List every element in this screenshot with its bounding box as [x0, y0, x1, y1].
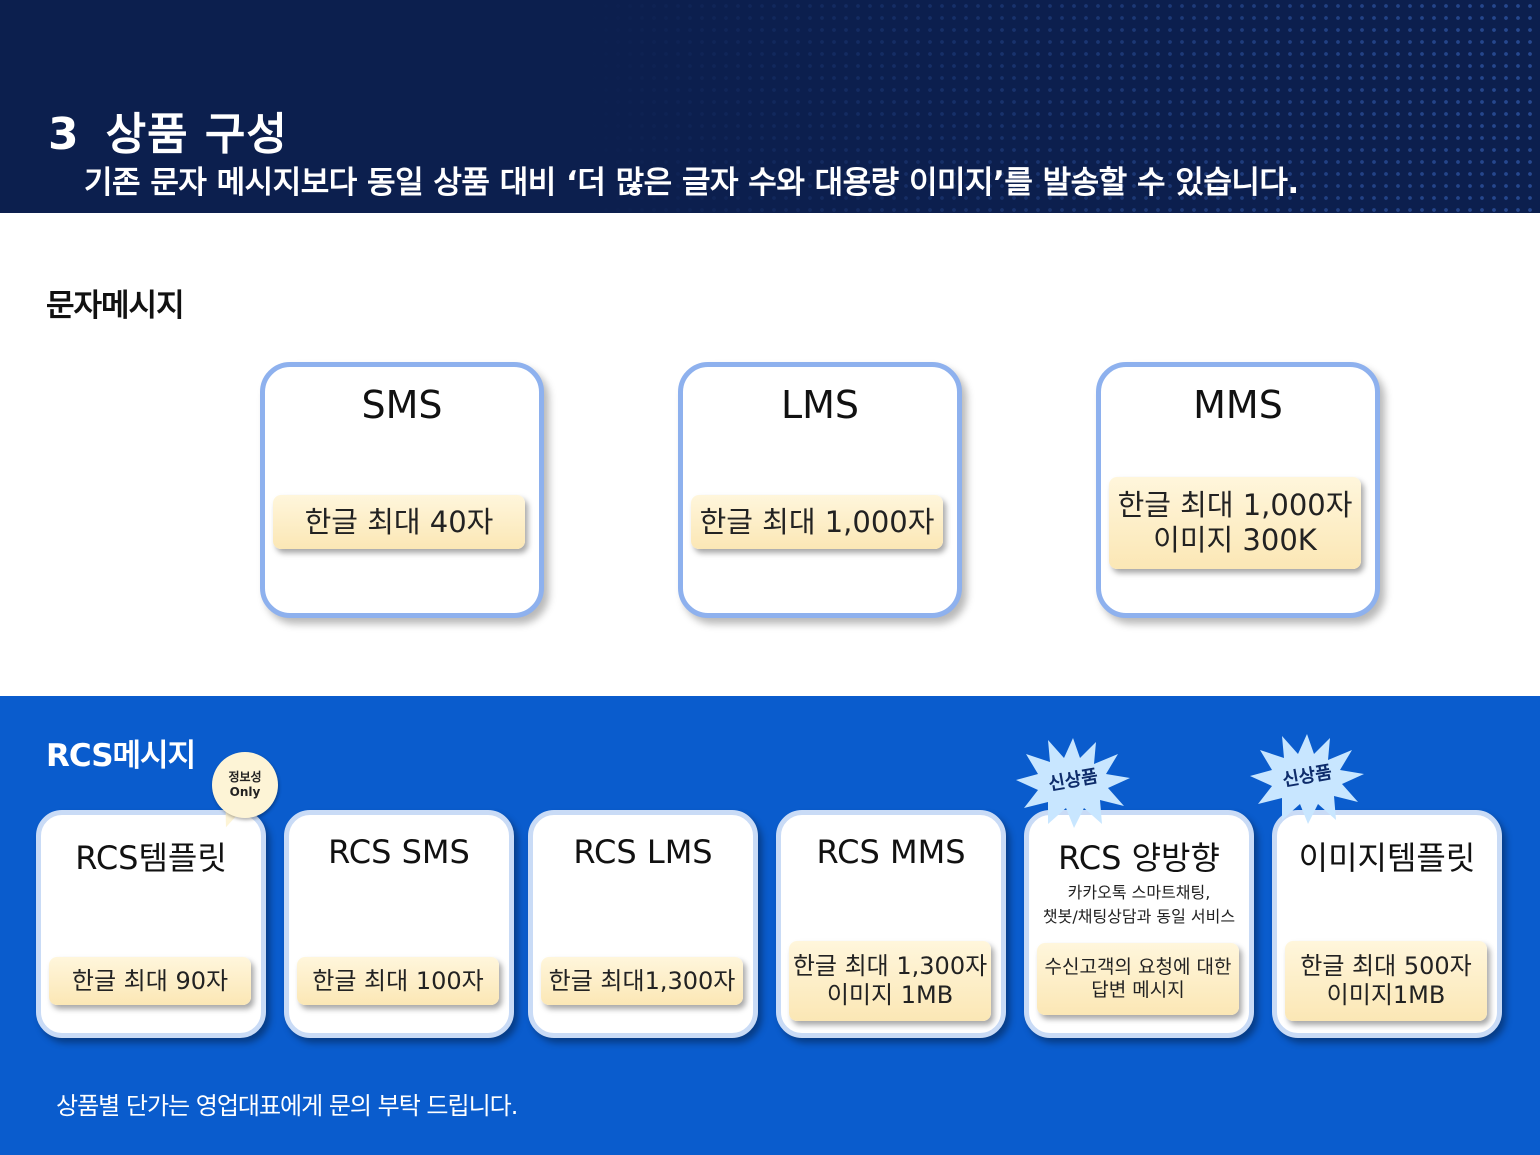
card-title: RCS LMS — [573, 833, 713, 871]
spec-line: 한글 최대 500자 — [1300, 952, 1472, 981]
spec-pill: 한글 최대 1,300자 이미지 1MB — [789, 941, 991, 1021]
starburst-icon — [1016, 738, 1130, 828]
page-subtitle: 기존 문자 메시지보다 동일 상품 대비 ‘더 많은 글자 수와 대용량 이미지… — [84, 165, 1299, 201]
mms-card: MMS 한글 최대 1,000자 이미지 300K — [1096, 362, 1380, 618]
spec-pill: 한글 최대 1,000자 — [691, 495, 943, 549]
page-title: 3 상품 구성 — [48, 98, 288, 162]
spec-line: 한글 최대 1,000자 — [1117, 488, 1353, 523]
badge-line: Only — [229, 785, 261, 799]
spec-line: 이미지 300K — [1153, 523, 1317, 557]
description-line: 카카오톡 스마트채팅, — [1067, 883, 1211, 902]
spec-line: 한글 최대 1,000자 — [699, 504, 935, 539]
new-product-badge: 신상품 — [1248, 732, 1366, 824]
spec-line: 한글 최대 40자 — [304, 504, 494, 539]
new-product-badge: 신상품 — [1014, 736, 1132, 828]
page-header: 3 상품 구성 기존 문자 메시지보다 동일 상품 대비 ‘더 많은 글자 수와 … — [0, 0, 1540, 213]
card-title: SMS — [361, 383, 443, 427]
card-title: LMS — [780, 383, 860, 427]
starburst-icon — [1250, 734, 1364, 824]
spec-line: 답변 메시지 — [1091, 979, 1185, 1001]
spec-line: 한글 최대1,300자 — [548, 966, 736, 995]
spec-pill: 한글 최대 1,000자 이미지 300K — [1109, 477, 1361, 569]
spec-line: 이미지 1MB — [826, 981, 954, 1009]
spec-line: 한글 최대 100자 — [312, 966, 484, 995]
rcs-mms-card: RCS MMS 한글 최대 1,300자 이미지 1MB — [776, 810, 1006, 1038]
lms-card: LMS 한글 최대 1,000자 — [678, 362, 962, 618]
rcs-section-title: RCS메시지 — [46, 738, 196, 774]
spec-pill: 한글 최대1,300자 — [541, 957, 743, 1005]
card-description: 카카오톡 스마트채팅, 챗봇/채팅상담과 동일 서비스 — [1029, 881, 1249, 929]
text-message-section-title: 문자메시지 — [46, 288, 185, 324]
card-title: MMS — [1193, 383, 1283, 427]
section-title: 상품 구성 — [105, 109, 288, 160]
info-only-badge: 정보성 Only — [212, 752, 278, 818]
card-title: 이미지템플릿 — [1298, 839, 1476, 877]
badge-line: 정보성 — [228, 770, 262, 784]
rcs-sms-card: RCS SMS 한글 최대 100자 — [284, 810, 514, 1038]
card-title: RCS SMS — [328, 833, 470, 871]
rcs-two-way-card: RCS 양방향 카카오톡 스마트채팅, 챗봇/채팅상담과 동일 서비스 수신고객… — [1024, 810, 1254, 1038]
card-title: RCS 양방향 — [1058, 839, 1220, 877]
rcs-template-card: RCS템플릿 한글 최대 90자 — [36, 810, 266, 1038]
spec-pill: 한글 최대 100자 — [297, 957, 499, 1005]
card-title: RCS MMS — [816, 833, 966, 871]
image-template-card: 이미지템플릿 한글 최대 500자 이미지1MB — [1272, 810, 1502, 1038]
spec-line: 이미지1MB — [1326, 981, 1446, 1009]
spec-line: 한글 최대 1,300자 — [792, 952, 988, 981]
card-title: RCS템플릿 — [75, 839, 227, 877]
description-line: 챗봇/채팅상담과 동일 서비스 — [1042, 907, 1236, 926]
spec-pill: 수신고객의 요청에 대한 답변 메시지 — [1037, 943, 1239, 1015]
spec-pill: 한글 최대 40자 — [273, 495, 525, 549]
spec-line: 수신고객의 요청에 대한 — [1044, 956, 1232, 979]
spec-pill: 한글 최대 90자 — [49, 957, 251, 1005]
spec-pill: 한글 최대 500자 이미지1MB — [1285, 941, 1487, 1021]
spec-line: 한글 최대 90자 — [71, 966, 229, 995]
pricing-inquiry-note: 상품별 단가는 영업대표에게 문의 부탁 드립니다. — [56, 1092, 518, 1120]
rcs-lms-card: RCS LMS 한글 최대1,300자 — [528, 810, 758, 1038]
sms-card: SMS 한글 최대 40자 — [260, 362, 544, 618]
section-number: 3 — [48, 109, 80, 160]
